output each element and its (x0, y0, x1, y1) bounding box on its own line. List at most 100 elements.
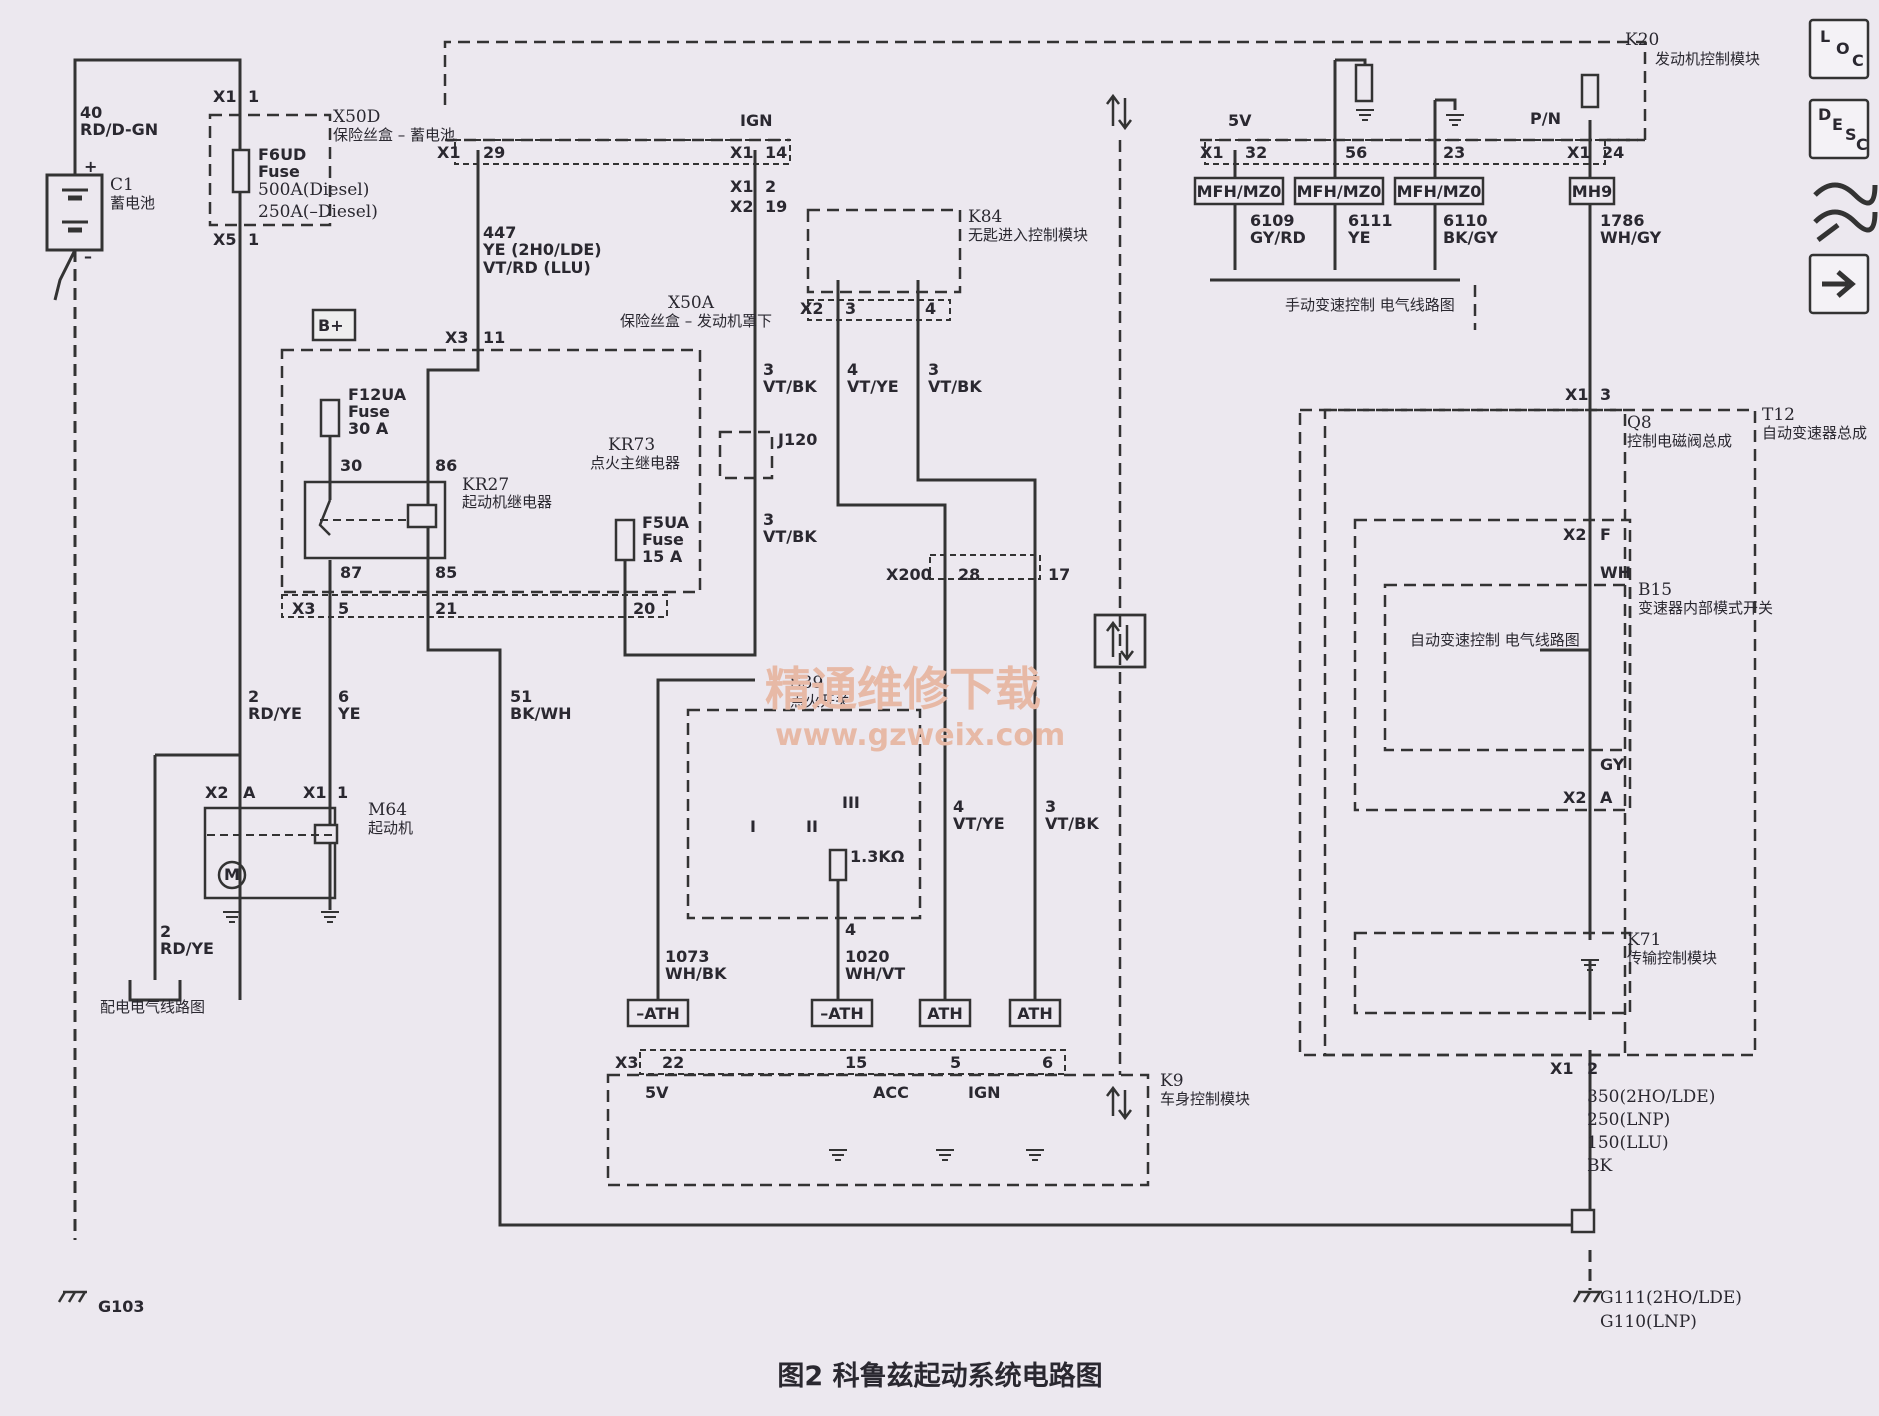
ground-g110-label: G110(LNP) (1600, 1312, 1697, 1332)
x50a-bot21: 21 (435, 599, 457, 618)
loc-letter-c: C (1852, 51, 1864, 70)
x50a-conn: X3 (445, 328, 468, 347)
b15-name: 变速器内部模式开关 (1638, 599, 1773, 617)
wire-40-rd-dgn (73, 58, 242, 1000)
x50a-id: X50A (668, 293, 715, 313)
road-icon[interactable] (1813, 182, 1878, 242)
loc-icon[interactable] (1808, 18, 1870, 80)
wire-40-num: 40 (80, 103, 102, 122)
desc-letter-e: E (1832, 115, 1843, 134)
wire-2-rdye-num: 2 (248, 687, 259, 706)
ecm-pn: P/N (1530, 109, 1561, 128)
diagram-caption: 图2 科鲁兹起动系统电路图 (777, 1360, 1102, 1392)
kr27-p30: 30 (340, 456, 362, 475)
battery-symbol (45, 173, 104, 252)
watermark-cn: 精通维修下载 (765, 662, 1041, 716)
wire-6-ye-color: YE (337, 704, 361, 723)
wire-2-rdye-color: RD/YE (248, 704, 302, 723)
wire-1020-color: WH/VT (845, 964, 905, 983)
wire-447 (426, 150, 1580, 1227)
k9-x3: X3 (615, 1053, 638, 1072)
x50d-conn-bot: X5 (213, 230, 236, 249)
t12-name: 自动变速器总成 (1762, 424, 1867, 442)
wire-6109-num: 6109 (1250, 211, 1295, 230)
wire-2-rdye-b-num: 2 (160, 922, 171, 941)
kr27-name: 起动机继电器 (462, 493, 552, 511)
wire-4-vtye-low-num: 4 (953, 797, 964, 816)
wire-51-num: 51 (510, 687, 532, 706)
m64-m: M (224, 865, 240, 884)
wire-350-l3: 150(LLU) (1587, 1133, 1669, 1153)
wire-350-l4: BK (1587, 1156, 1612, 1176)
wire-447-l1: YE (2H0/LDE) (482, 240, 602, 259)
ecm-p2: 2 (765, 177, 776, 196)
kr27-p86: 86 (435, 456, 457, 475)
ecm-x1-d: X1 (1200, 143, 1223, 162)
ecm-p24: 24 (1602, 143, 1624, 162)
kr73-id: KR73 (608, 435, 655, 455)
wire-3-vtbk-c-color: VT/BK (763, 527, 817, 546)
wire-350-l2: 250(LNP) (1587, 1110, 1670, 1130)
k9-name: 车身控制模块 (1160, 1090, 1250, 1108)
loc-letter-l: L (1820, 27, 1830, 46)
desc-letter-c: C (1856, 135, 1868, 154)
x50d-rating2: 250A(–Diesel) (258, 202, 378, 222)
ecm-k20-outline (443, 40, 1647, 142)
bplus-label: B+ (318, 316, 344, 335)
wire-wh: WH (1600, 563, 1631, 582)
x50a-pin-top: 11 (483, 328, 505, 347)
m64-pa: A (243, 783, 256, 802)
k9-acc: ACC (873, 1083, 909, 1102)
x1-2-p2: 2 (1587, 1059, 1598, 1078)
wire-6109-color: GY/RD (1250, 228, 1306, 247)
wire-6111-color: YE (1347, 228, 1371, 247)
kr27-p87: 87 (340, 563, 362, 582)
ground-g103-label: G103 (98, 1297, 145, 1316)
m64-x1: X1 (303, 783, 326, 802)
wire-6110-num: 6110 (1443, 211, 1488, 230)
x2f-x2: X2 (1563, 525, 1586, 544)
x50d-rating1: 500A(Diesel) (258, 180, 369, 200)
t12-x1: X1 (1565, 385, 1588, 404)
s39-pos2: II (806, 817, 818, 836)
wire-1073-color: WH/BK (665, 964, 727, 983)
x50a-name: 保险丝盒 – 发动机罩下 (620, 312, 772, 330)
desc-icon[interactable] (1808, 98, 1870, 160)
f12ua-rating: 30 A (348, 419, 389, 438)
ecm-x2: X2 (730, 197, 753, 216)
m64-id: M64 (368, 800, 407, 820)
k84-name: 无匙进入控制模块 (968, 226, 1088, 244)
m64-name: 起动机 (368, 819, 413, 837)
starter-motor-symbol (217, 860, 247, 890)
auto-trans-ref: 自动变速控制 电气线路图 (1410, 631, 1580, 649)
ecm-p32: 32 (1245, 143, 1267, 162)
x50a-bot20: 20 (633, 599, 655, 618)
mfh-box-2: MFH/MZ0 (1297, 182, 1382, 201)
x2f-f: F (1600, 525, 1611, 544)
k84-id: K84 (968, 207, 1002, 227)
watermark-url: www.gzweix.com (775, 718, 1065, 753)
manual-trans-ref: 手动变速控制 电气线路图 (1285, 296, 1455, 314)
t12-id: T12 (1762, 405, 1795, 425)
s39-pin4: 4 (845, 920, 856, 939)
fusebox-x50a-outline (280, 348, 702, 594)
x50a-bot5: 5 (338, 599, 349, 618)
s39-pos1: I (750, 817, 756, 836)
kr27-id: KR27 (462, 475, 509, 495)
kr73-name: 点火主继电器 (590, 454, 680, 472)
desc-letter-s: S (1845, 125, 1857, 144)
wire-6111-num: 6111 (1348, 211, 1393, 230)
ecm-x1-a: X1 (437, 143, 460, 162)
wire-6110-color: BK/GY (1443, 228, 1498, 247)
x50d-fuse-word: Fuse (258, 162, 300, 181)
wire-51-color: BK/WH (510, 704, 571, 723)
s39-outline (686, 708, 922, 920)
wire-3-vtbk-a-num: 3 (763, 360, 774, 379)
k9-id: K9 (1160, 1071, 1184, 1091)
wire-3-vtbk-b-color: VT/BK (928, 377, 982, 396)
ath-box-3: ATH (927, 1004, 962, 1023)
ecm-p19: 19 (765, 197, 787, 216)
s39-pos3: III (842, 793, 860, 812)
mh9-box: MH9 (1572, 182, 1612, 201)
